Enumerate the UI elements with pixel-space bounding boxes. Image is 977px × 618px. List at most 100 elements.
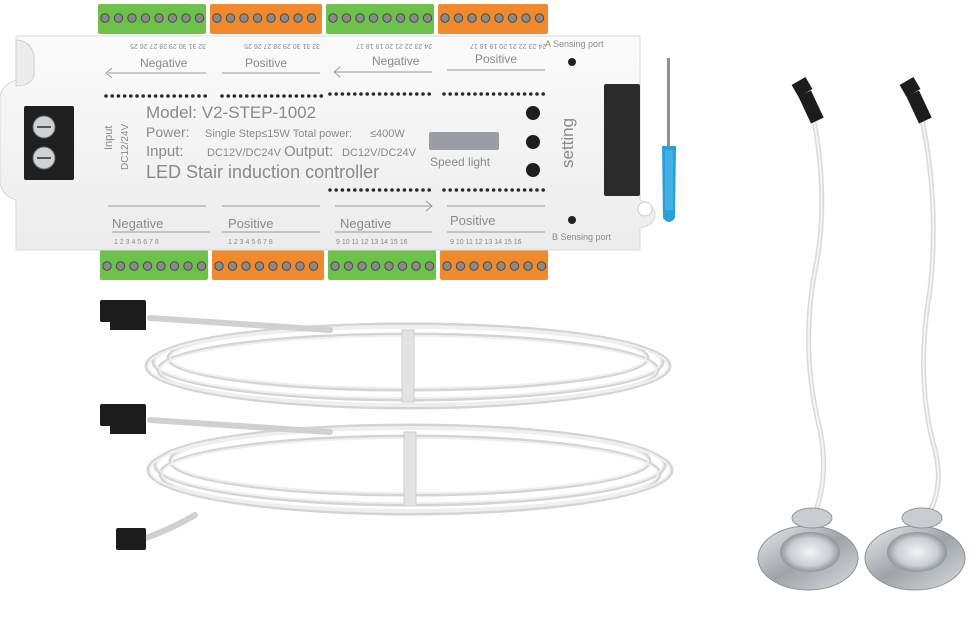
setting-button-2[interactable] <box>526 135 540 149</box>
indicator-dot <box>448 188 453 192</box>
terminal-screw <box>355 13 365 23</box>
terminal-screw <box>521 13 531 23</box>
terminal-screw <box>102 261 112 271</box>
indicator-dot <box>328 92 332 96</box>
indicator-dot <box>522 92 527 96</box>
indicator-dot <box>300 94 305 98</box>
indicator-dot <box>359 188 363 192</box>
indicator-dot <box>122 94 127 98</box>
indicator-dot <box>402 92 407 96</box>
indicator-dot <box>384 92 388 96</box>
indicator-dot <box>390 188 394 192</box>
indicator-dot <box>467 92 471 96</box>
terminal-screw <box>252 13 263 23</box>
top-numbers-2: 32 31 30 29 28 27 26 25 <box>244 42 320 49</box>
terminal-screw <box>409 13 419 23</box>
terminal-screw <box>113 13 124 23</box>
indicator-dot <box>166 94 170 98</box>
indicator-dot <box>485 92 490 96</box>
terminal-screw <box>442 261 452 271</box>
b-sensing-port-label: B Sensing port <box>552 232 612 242</box>
terminal-screw <box>183 261 193 271</box>
input-side-voltage: DC12/24V <box>120 124 131 170</box>
indicator-dot <box>251 94 255 98</box>
indicator-dot <box>153 94 158 98</box>
indicator-dot <box>384 188 388 192</box>
terminal-screw <box>496 261 506 271</box>
indicator-dot <box>184 94 189 98</box>
terminal-screw <box>196 261 207 271</box>
indicator-dot <box>473 188 477 192</box>
indicator-dot <box>529 188 533 192</box>
connector-icon <box>100 300 146 550</box>
terminal-screw <box>455 261 466 271</box>
indicator-dot <box>116 94 121 98</box>
screwdriver-icon <box>662 58 676 222</box>
terminal-screw <box>308 261 319 271</box>
terminal-screw <box>167 13 178 23</box>
terminal-screw <box>343 261 354 271</box>
input-label-d: DC12V/DC24V <box>342 147 417 159</box>
indicator-dot <box>415 92 419 96</box>
terminal-screw <box>384 261 394 271</box>
indicator-dot <box>415 188 419 192</box>
terminal-screw <box>281 261 292 271</box>
terminal-screw <box>127 13 137 23</box>
indicator-dot <box>522 188 527 192</box>
indicator-dot <box>346 188 351 192</box>
indicator-dot <box>529 92 533 96</box>
model-label: Model: V2-STEP-1002 <box>146 103 316 122</box>
terminal-screw <box>328 13 338 23</box>
bottom-negative-label-2: Negative <box>340 216 391 231</box>
top-positive-label-1: Positive <box>245 56 287 70</box>
terminal-screw <box>480 13 491 23</box>
terminal-screw <box>397 261 408 271</box>
indicator-dot <box>408 92 413 96</box>
terminal-screw <box>494 13 504 23</box>
terminal-screw <box>357 261 367 271</box>
terminal-screw <box>225 13 236 23</box>
cable-icon <box>137 315 674 543</box>
indicator-dot <box>510 188 514 192</box>
terminal-screw <box>440 13 450 23</box>
bottom-negative-label-1: Negative <box>112 216 163 231</box>
setting-button-1[interactable] <box>526 106 540 120</box>
terminal-screw <box>268 261 278 271</box>
indicator-dot <box>282 94 286 98</box>
input-side-label: Input <box>103 126 115 150</box>
indicator-dot <box>371 188 376 192</box>
indicator-dot <box>504 188 508 192</box>
controller-title: LED Stair induction controller <box>146 162 379 182</box>
indicator-dot <box>340 92 345 96</box>
terminal-screw <box>295 261 305 271</box>
indicator-dot <box>263 94 268 98</box>
indicator-dot <box>334 92 339 96</box>
terminal-screw <box>482 261 493 271</box>
terminal-screw <box>227 261 238 271</box>
indicator-dot <box>467 188 471 192</box>
indicator-dot <box>313 94 317 98</box>
bottom-numbers-4: 9 10 11 12 13 14 15 16 <box>450 239 522 246</box>
indicator-dot <box>427 92 432 96</box>
indicator-dot <box>442 188 446 192</box>
indicator-dot <box>535 188 539 192</box>
terminal-screw <box>534 13 545 23</box>
bottom-numbers-1: 1 2 3 4 5 6 7 8 <box>114 239 159 246</box>
input-label-a: Input: <box>146 143 184 160</box>
indicator-dot <box>141 94 145 98</box>
indicator-dot <box>365 92 370 96</box>
power-label-c: ≤400W <box>370 128 405 140</box>
indicator-dot <box>421 188 425 192</box>
terminal-screw <box>214 261 224 271</box>
terminal-screw <box>194 13 205 23</box>
indicator-dot <box>442 92 446 96</box>
setting-button-3[interactable] <box>526 163 540 177</box>
indicator-dot <box>371 92 376 96</box>
indicator-dot <box>479 92 484 96</box>
indicator-dot <box>454 188 459 192</box>
terminal-screw <box>129 261 139 271</box>
indicator-dot <box>473 92 477 96</box>
indicator-dot <box>377 92 382 96</box>
indicator-dot <box>172 94 176 98</box>
indicator-dot <box>288 94 293 98</box>
